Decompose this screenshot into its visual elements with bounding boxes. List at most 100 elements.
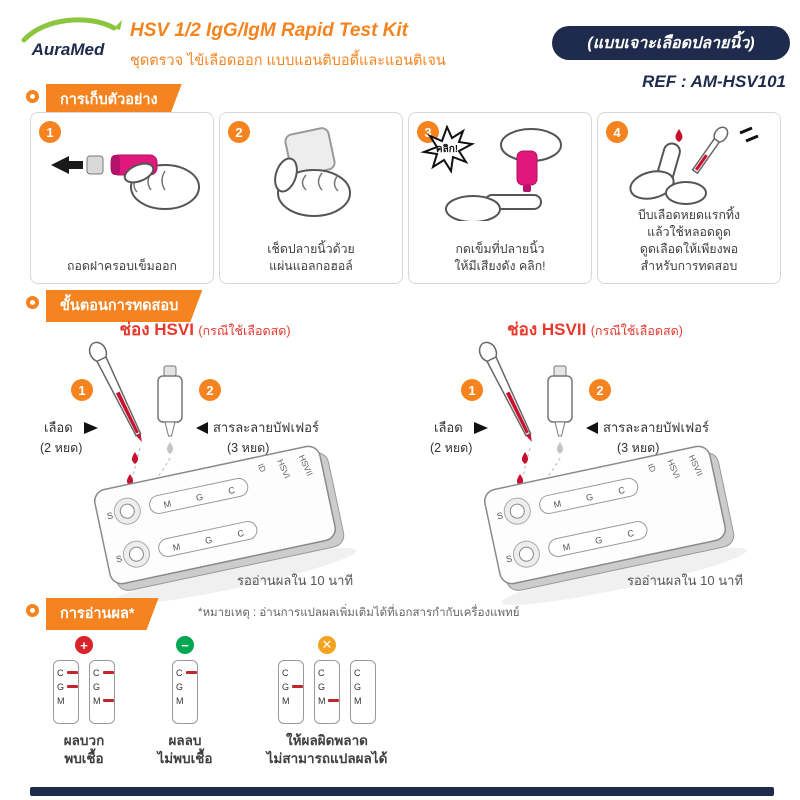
strip-letter: C — [282, 667, 289, 678]
test-procedure-diagram-hsv2: 1 เลือด (2 หยด) 2 สารละลายบัฟเฟอร์ (3 หย… — [430, 341, 747, 605]
page-subtitle: ชุดตรวจ ไข้เลือดออก แบบแอนติบอดี้และแอนต… — [130, 53, 446, 69]
plus-icon: + — [75, 636, 93, 654]
squeezing-thumb — [629, 170, 675, 200]
strip-letter: G — [318, 681, 326, 692]
remove-cap-illustration — [51, 154, 200, 210]
cassette-top — [484, 445, 726, 585]
section2-title: ขั้นตอนการทดสอบ — [46, 290, 202, 322]
strip-row: C — [315, 666, 339, 679]
drip-path — [127, 447, 141, 499]
strip-letter: M — [318, 695, 326, 706]
step-card-2: 2 เช็ดปลายนิ้วด้วย แผ่นแอลกอฮอล์ — [219, 112, 403, 284]
well-letter: S — [505, 553, 513, 564]
strip-letter: C — [354, 667, 361, 678]
strip-row: M — [315, 694, 339, 707]
blood-drops-count: (2 หยด) — [40, 441, 82, 455]
window-letter: C — [236, 528, 245, 539]
arrow-right-icon — [84, 422, 98, 434]
blood-dropper — [478, 341, 532, 442]
fingerstick-badge: (แบบเจาะเลือดปลายนิ้ว) — [552, 26, 790, 60]
strip-row: C — [279, 666, 303, 679]
logo-swoosh — [21, 17, 117, 43]
step2-badge — [199, 379, 221, 401]
blood-drop — [521, 452, 529, 464]
strip-row: G — [90, 680, 114, 693]
section1-bullet-icon — [26, 90, 39, 103]
step-caption: เช็ดปลายนิ้วด้วย แผ่นแอลกอฮอล์ — [267, 242, 355, 274]
sample-well — [509, 503, 525, 519]
result-caption: ผลบวก พบเชื้อ — [63, 733, 105, 767]
auramed-logo: AuraMed — [21, 17, 122, 59]
window-letter: M — [172, 542, 181, 553]
blood-drop — [675, 129, 683, 142]
cross-icon: ✕ — [318, 636, 336, 654]
strip-letter: M — [354, 695, 362, 706]
finger-lines — [301, 172, 339, 192]
step1-badge — [71, 379, 93, 401]
arrow-left-icon — [196, 422, 208, 434]
step1-number: 1 — [468, 383, 475, 398]
step-card-4: 4 บีบเลือดหยดแรกทิ้ง แล้วใช้หลอดดูด ดูดเ… — [597, 112, 781, 284]
test-line — [67, 671, 78, 674]
channel-note: (กรณีใช้เลือดสด) — [590, 324, 683, 338]
sample-well — [128, 546, 144, 562]
sample-well — [119, 503, 135, 519]
click-burst-icon — [420, 125, 476, 174]
buffer-drops-count: (3 หยด) — [227, 441, 269, 455]
suction-arrows-icon — [739, 126, 759, 143]
test-cassette: S M G C ID HSVI HSVII S M G C — [94, 445, 357, 605]
result-window-2 — [548, 520, 648, 558]
strip-row: G — [173, 680, 197, 693]
arrow-left-icon — [586, 422, 598, 434]
strip-row: C — [54, 666, 78, 679]
logo-text: AuraMed — [31, 40, 105, 59]
strip-letter: G — [354, 681, 362, 692]
test-line — [292, 685, 303, 688]
cassette-top — [94, 445, 336, 585]
footer-bar — [30, 787, 774, 796]
step2-number: 2 — [596, 383, 603, 398]
alcohol-pad-illustration — [274, 127, 351, 217]
section2-bullet-icon — [26, 296, 39, 309]
logo-leaf-icon — [114, 20, 122, 30]
strip-row: G — [54, 680, 78, 693]
cassette-label-id: ID — [646, 462, 659, 474]
squeezing-finger — [665, 181, 707, 205]
step-caption: บีบเลือดหยดแรกทิ้ง แล้วใช้หลอดดูด ดูดเลื… — [637, 208, 741, 274]
test-line — [328, 699, 339, 702]
strip-row: G — [279, 680, 303, 693]
strip-row: M — [173, 694, 197, 707]
well-letter: S — [115, 553, 123, 564]
strip-row: M — [351, 694, 375, 707]
step1-number: 1 — [78, 383, 85, 398]
strip-row: G — [315, 680, 339, 693]
panel-heading-hsv1: ช่อง HSVI (กรณีใช้เลือดสด) — [25, 316, 385, 343]
blood-drop — [131, 452, 139, 464]
buffer-drop — [556, 442, 564, 454]
channel-note: (กรณีใช้เลือดสด) — [198, 324, 291, 338]
arrow-left-icon — [51, 156, 83, 174]
channel-name: ช่อง HSVII — [507, 320, 587, 339]
result-window-1 — [149, 477, 249, 515]
buffer-bottle — [547, 365, 573, 454]
strip-letter: M — [176, 695, 184, 706]
buffer-drops-count: (3 หยด) — [617, 441, 659, 455]
result-window-2 — [158, 520, 258, 558]
ref-number: REF : AM-HSV101 — [642, 72, 786, 91]
result-caption: ให้ผลผิดพลาด ไม่สามารถแปลผลได้ — [266, 733, 388, 767]
sample-well — [518, 546, 534, 562]
blood-label: เลือด — [44, 420, 73, 435]
lancet-body — [516, 150, 538, 186]
drip-path — [517, 447, 531, 499]
strip-row: M — [279, 694, 303, 707]
